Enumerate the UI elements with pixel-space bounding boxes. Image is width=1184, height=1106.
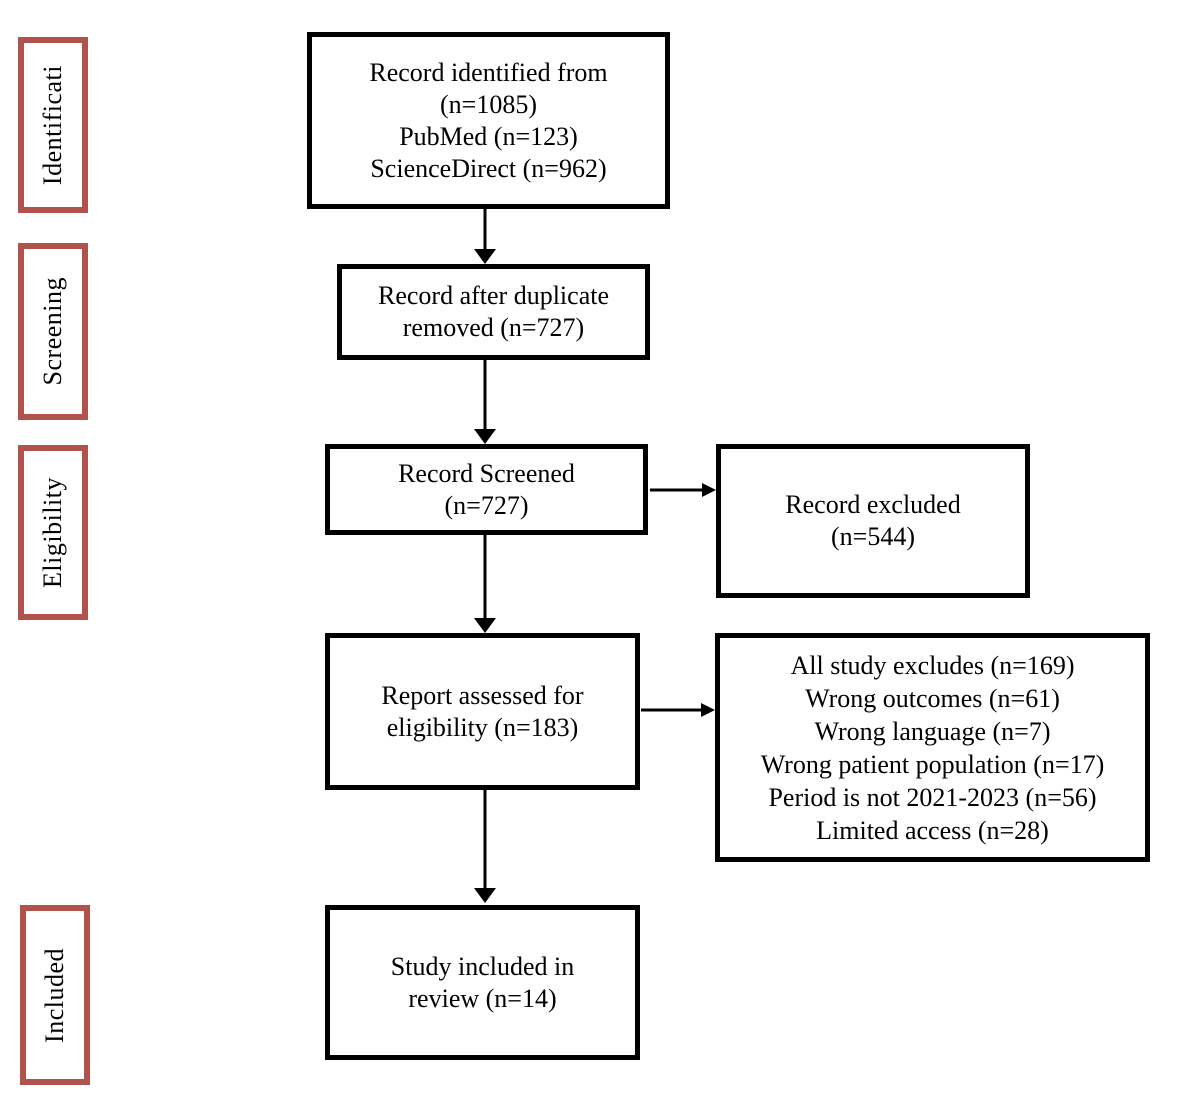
box-duplicates-removed-line-2: removed (n=727) <box>402 313 585 342</box>
arrow-head-down-icon <box>474 429 496 444</box>
box-records-identified-line-2: (n=1085) <box>440 89 537 119</box>
box-records-screened: Record Screened (n=727) <box>325 444 648 535</box>
arrow-shaft <box>483 535 487 619</box>
stage-screening-label: Screening <box>38 277 67 386</box>
arrow-screened-to-excluded-icon <box>650 483 716 497</box>
arrow-head-right-icon <box>702 483 716 497</box>
arrow-head-down-icon <box>474 249 496 264</box>
stage-included-label: Included <box>40 947 69 1043</box>
box-records-identified: Record identified from (n=1085) PubMed (… <box>307 32 670 209</box>
stage-included: Included <box>20 905 90 1085</box>
box-duplicates-removed-line-1: Record after duplicate <box>378 281 609 310</box>
arrow-head-down-icon <box>474 888 496 903</box>
arrow-identified-to-duplicates-icon <box>474 209 496 264</box>
box-exclusion-reasons-line-1: All study excludes (n=169) <box>790 650 1075 680</box>
box-reports-assessed-line-2: eligibility (n=183) <box>386 712 579 742</box>
box-reports-assessed-line-1: Report assessed for <box>381 680 584 710</box>
arrow-shaft <box>641 708 702 712</box>
box-duplicates-removed: Record after duplicate removed (n=727) <box>337 264 650 360</box>
box-exclusion-reasons-line-3: Wrong language (n=7) <box>814 716 1051 746</box>
arrow-shaft <box>650 488 703 492</box>
box-records-identified-line-3: PubMed (n=123) <box>399 121 578 151</box>
box-records-excluded-line-1: Record excluded <box>785 490 961 519</box>
box-exclusion-reasons: All study excludes (n=169) Wrong outcome… <box>715 633 1150 862</box>
box-reports-assessed: Report assessed for eligibility (n=183) <box>325 633 640 790</box>
arrow-assessed-to-included-icon <box>474 790 496 903</box>
box-exclusion-reasons-line-6: Limited access (n=28) <box>816 815 1049 845</box>
stage-identification: Identificati <box>18 37 88 213</box>
box-exclusion-reasons-line-5: Period is not 2021-2023 (n=56) <box>768 782 1097 812</box>
arrow-head-right-icon <box>701 703 715 717</box>
box-records-screened-line-2: (n=727) <box>444 490 529 520</box>
box-exclusion-reasons-line-4: Wrong patient population (n=17) <box>760 749 1105 779</box>
box-records-identified-line-1: Record identified from <box>369 57 608 87</box>
box-records-excluded: Record excluded (n=544) <box>716 444 1030 598</box>
arrow-head-down-icon <box>474 618 496 633</box>
box-exclusion-reasons-line-2: Wrong outcomes (n=61) <box>805 683 1060 713</box>
arrow-screened-to-assessed-icon <box>474 535 496 633</box>
box-records-identified-line-4: ScienceDirect (n=962) <box>370 153 607 183</box>
arrow-shaft <box>483 209 487 250</box>
arrow-duplicates-to-screened-icon <box>474 360 496 444</box>
stage-eligibility-label: Eligibility <box>38 477 67 588</box>
arrow-shaft <box>483 790 487 889</box>
stage-identification-label: Identificati <box>38 64 67 186</box>
box-studies-included-line-1: Study included in <box>390 951 575 981</box>
box-studies-included: Study included in review (n=14) <box>325 905 640 1060</box>
box-studies-included-line-2: review (n=14) <box>408 983 557 1013</box>
arrow-assessed-to-reasons-icon <box>641 703 715 717</box>
box-records-screened-line-1: Record Screened <box>398 458 575 488</box>
stage-screening: Screening <box>18 243 88 420</box>
stage-eligibility: Eligibility <box>18 445 88 620</box>
box-records-excluded-line-2: (n=544) <box>831 522 915 551</box>
arrow-shaft <box>483 360 487 430</box>
